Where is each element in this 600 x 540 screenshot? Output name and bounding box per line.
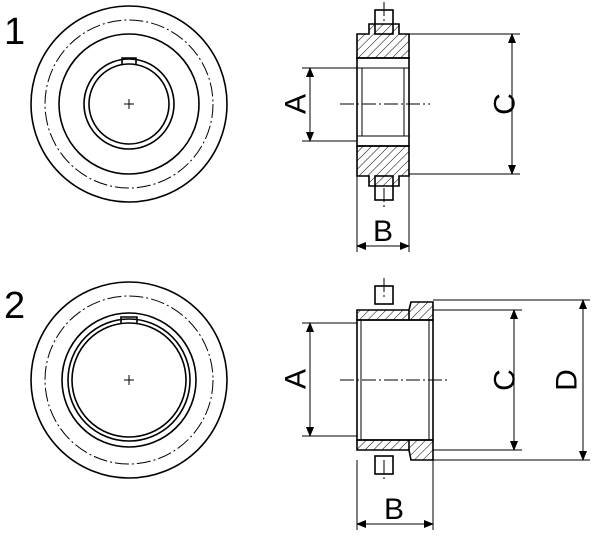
variant-2-number: 2 [4,285,25,327]
variant-2-label-c: C [489,369,522,391]
variant-2-section-view [340,278,450,482]
variant-2-dim-d: D [433,299,590,461]
variant-2-front-view [30,281,228,479]
variant-1-number: 1 [4,11,25,53]
variant-2-label-b: B [384,493,404,526]
variant-1-section-view [340,2,430,208]
variant-1-front-view [30,5,228,203]
variant-2-dim-b: B [356,460,434,530]
variant-1-label-c: C [489,93,522,115]
variant-2-label-d: D [551,369,584,391]
variant-2: 2 [4,278,590,530]
variant-1-label-a: A [280,94,313,114]
variant-1-label-b: B [373,215,393,248]
variant-1-dim-b: B [356,176,410,252]
variant-1: 1 [4,2,522,252]
variant-2-dim-a: A [280,322,357,437]
variant-2-label-a: A [280,369,313,389]
variant-1-dim-c: C [409,33,522,175]
variant-1-dim-a: A [280,67,357,142]
variant-2-dim-c: C [433,309,522,451]
